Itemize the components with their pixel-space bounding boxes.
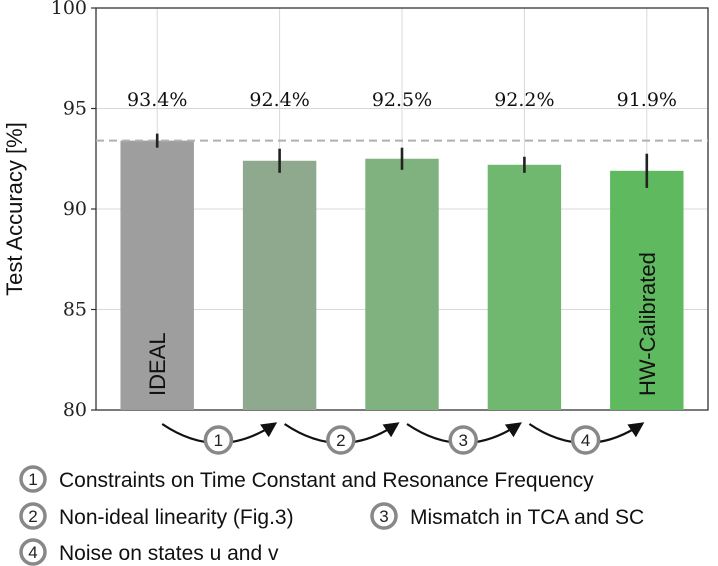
step-number: 2 [336,431,345,450]
y-ticks: 80 85 90 95 100 [51,0,96,421]
bar [487,164,562,410]
step-number: 4 [581,431,590,450]
step-number-badge [570,425,601,455]
transition-arrows: 1 2 3 4 [161,422,645,455]
legend-number: 1 [28,470,37,489]
step-number: 3 [458,431,467,450]
step-number: 1 [214,431,223,450]
legend-entry: Constraints on Time Constant and Resonan… [59,469,594,492]
bar [120,140,194,410]
bar-text-label: HW-Calibrated [635,252,660,396]
value-label: 92.5% [372,89,432,111]
legend-number: 3 [379,507,388,526]
legend-badge [19,502,47,530]
y-tick-label: 95 [63,98,87,120]
step-number-badge [326,425,356,455]
bar-text-label: IDEAL [145,332,170,396]
step-number-badge [448,425,478,455]
legend-entry: Mismatch in TCA and SC [410,506,644,529]
value-label: 92.2% [494,89,554,111]
y-tick-label: 100 [51,0,87,19]
bar [365,158,439,410]
legend-badge [19,538,47,566]
y-tick-label: 80 [63,399,87,421]
y-axis-label: Test Accuracy [%] [2,122,27,296]
value-label: 93.4% [127,89,187,111]
bar [610,170,684,410]
y-tick-label: 90 [63,198,87,220]
bars: 93.4% IDEAL 92.4% 92.5% 92.2% 91.9% HW-Calibra… [96,89,708,410]
value-label: 91.9% [617,89,677,111]
bar [242,160,317,410]
value-label: 92.4% [249,89,309,111]
step-number-badge [203,425,234,455]
legend-entry: Noise on states u and v [59,542,279,565]
legend: 1 Constraints on Time Constant and Resona… [19,465,644,566]
legend-entry: Non-ideal linearity (Fig.3) [59,506,294,529]
y-tick-label: 85 [63,299,87,321]
legend-number: 2 [28,507,37,526]
legend-number: 4 [28,543,37,562]
legend-badge [370,502,398,530]
legend-badge [19,465,47,493]
